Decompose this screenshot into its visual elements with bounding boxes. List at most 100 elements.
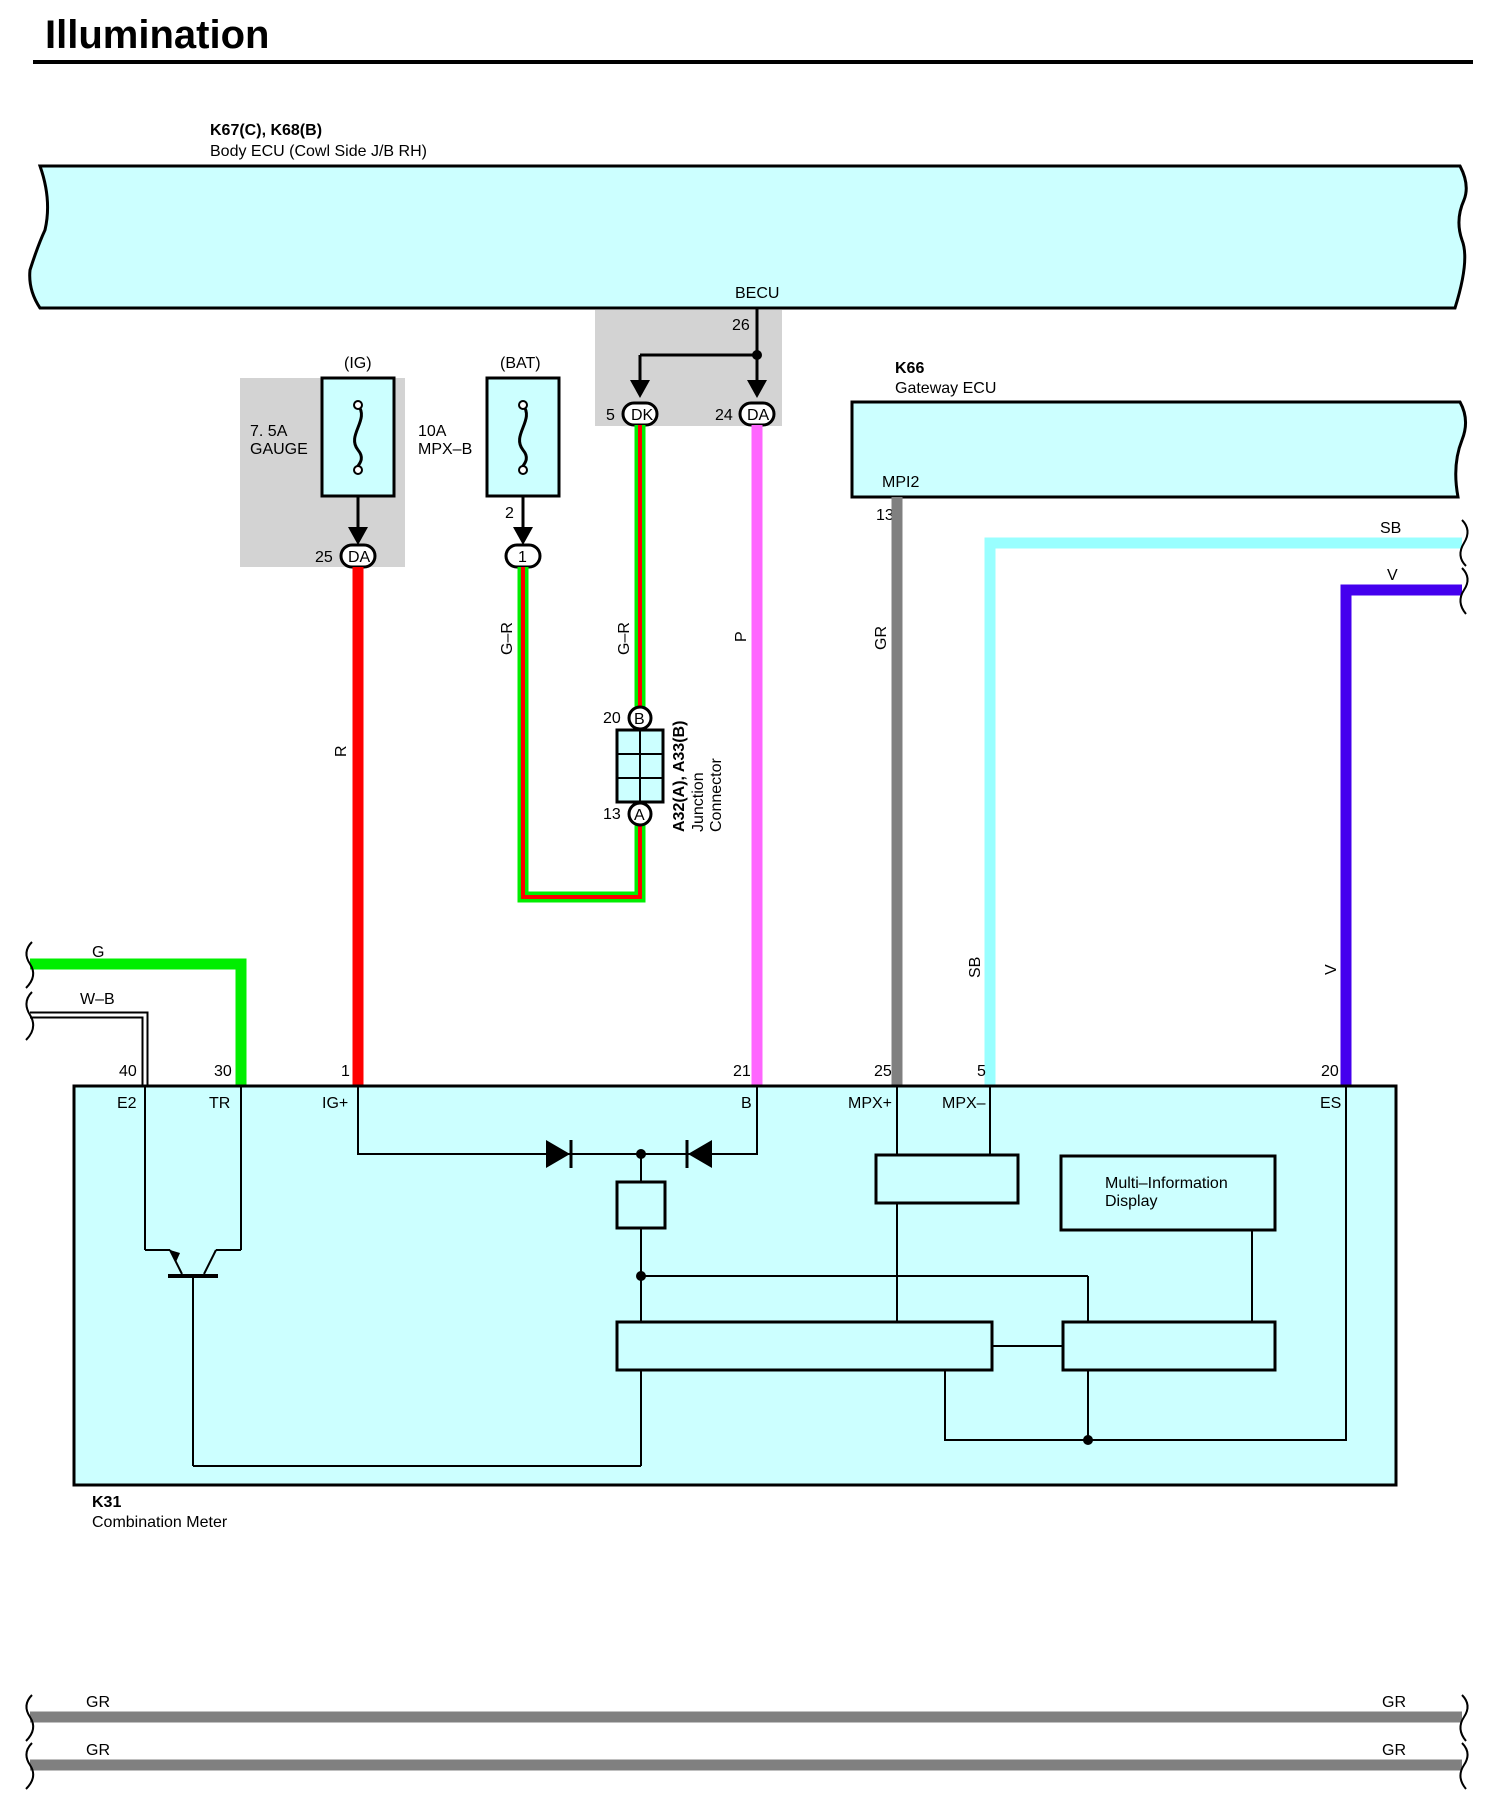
gateway-ecu-name: Gateway ECU xyxy=(895,380,996,397)
wire-break-v-icon xyxy=(1459,567,1469,615)
becu-pin-5: 5 xyxy=(606,407,615,424)
page-title: Illumination xyxy=(45,13,269,57)
cpu-box xyxy=(615,1320,994,1372)
wire-g xyxy=(30,958,247,1086)
wire-gr-1-label: G–R xyxy=(499,622,516,655)
gateway-ecu-code: K66 xyxy=(895,360,924,377)
arrow-gauge-icon xyxy=(348,527,368,545)
meter-pin-25: 25 xyxy=(874,1063,892,1080)
body-ecu-code: K67(C), K68(B) xyxy=(210,122,322,139)
connector-1-label: 1 xyxy=(518,549,527,566)
wire-sb xyxy=(984,537,1462,1086)
combination-meter-box xyxy=(72,1084,1398,1487)
meter-pin-30: 30 xyxy=(214,1063,232,1080)
gateway-pin-13: 13 xyxy=(876,507,894,524)
wire-break-bottom-3-icon xyxy=(1459,1694,1469,1742)
meter-pin-21: 21 xyxy=(733,1063,751,1080)
fuse-gauge-terminal-top xyxy=(353,400,363,410)
bat-group-label: (BAT) xyxy=(500,355,541,372)
jc-name-line2: Connector xyxy=(708,758,725,832)
wire-pink-label: P xyxy=(733,631,750,642)
diode-left-icon xyxy=(546,1140,570,1168)
meter-terminal-es: ES xyxy=(1320,1095,1341,1112)
connector-dk-label: DK xyxy=(631,407,654,424)
multi-information-display-box xyxy=(1059,1154,1277,1232)
gauge-fuse-name: GAUGE xyxy=(250,441,308,458)
wire-break-bottom-2-icon xyxy=(25,1742,35,1790)
meter-terminal-mpxplus: MPX+ xyxy=(848,1095,892,1112)
wire-break-bottom-1-icon xyxy=(25,1694,35,1742)
wire-wb-inner xyxy=(30,1013,147,1086)
becu-pin-26: 26 xyxy=(732,317,750,334)
jc-connector-a xyxy=(627,801,653,827)
meter-pin-40: 40 xyxy=(119,1063,137,1080)
fuse-mpxb-terminal-top xyxy=(518,400,528,410)
bottom-wire-label-4: GR xyxy=(1382,1742,1406,1759)
jc-pin-20: 20 xyxy=(603,710,621,727)
jc-name-line1: Junction xyxy=(690,772,707,832)
wire-gray-label: GR xyxy=(873,626,890,650)
bottom-wire-label-3: GR xyxy=(86,1742,110,1759)
transistor-collector xyxy=(203,1249,217,1275)
meter-pin-20: 20 xyxy=(1321,1063,1339,1080)
wire-gr-1-inner xyxy=(521,567,642,899)
jc-connector-b-label: B xyxy=(634,711,645,728)
regulator-box xyxy=(615,1180,667,1230)
meter-terminal-b: B xyxy=(741,1095,752,1112)
gateway-ecu-box xyxy=(850,400,1467,499)
meter-pin-1: 1 xyxy=(341,1063,350,1080)
mpxb-fuse-box xyxy=(485,376,561,498)
combination-meter-name: Combination Meter xyxy=(92,1514,228,1531)
es-ground-line xyxy=(944,1086,1347,1441)
meter-terminal-mpxminus: MPX– xyxy=(942,1095,986,1112)
gauge-fuse-box xyxy=(320,376,396,498)
mpxb-pin-2: 2 xyxy=(505,505,514,522)
wire-g-label: G xyxy=(92,944,104,961)
gateway-terminal-label: MPI2 xyxy=(882,474,919,491)
wire-v xyxy=(1340,584,1462,1086)
wire-sb-side-label: SB xyxy=(967,957,984,978)
connector-da-gauge-label: DA xyxy=(348,549,371,566)
ig-group-label: (IG) xyxy=(344,355,372,372)
jc-connector-b xyxy=(627,705,653,731)
mid-label-line2: Display xyxy=(1105,1193,1157,1210)
jc-code: A32(A), A33(B) xyxy=(671,721,688,832)
wire-wb-label: W–B xyxy=(80,991,115,1008)
arrow-mpxb-icon xyxy=(513,527,533,545)
wire-break-g-icon xyxy=(25,941,35,989)
arrow-da-icon xyxy=(747,380,767,398)
wire-break-sb-icon xyxy=(1459,519,1469,567)
gauge-fuse-rating: 7. 5A xyxy=(250,423,288,440)
wire-gr-2-label: G–R xyxy=(616,622,633,655)
wire-break-bottom-4-icon xyxy=(1459,1742,1469,1790)
wire-v-top-label: V xyxy=(1387,567,1398,584)
bottom-wire-label-1: GR xyxy=(86,1694,110,1711)
body-ecu-box xyxy=(28,164,1468,310)
jc-connector-a-label: A xyxy=(634,807,645,824)
combination-meter-code: K31 xyxy=(92,1494,121,1511)
connector-da-becu-label: DA xyxy=(747,407,770,424)
communication-ic-box xyxy=(874,1153,1020,1205)
bottom-wire-label-2: GR xyxy=(1382,1694,1406,1711)
jc-pin-13: 13 xyxy=(603,806,621,823)
ground-junction-dot xyxy=(1083,1435,1093,1445)
meter-pin-5: 5 xyxy=(977,1063,986,1080)
mpxb-fuse-rating: 10A xyxy=(418,423,447,440)
wire-v-side-label: V xyxy=(1323,964,1340,975)
becu-pin-24: 24 xyxy=(715,407,733,424)
body-ecu-name: Body ECU (Cowl Side J/B RH) xyxy=(210,143,427,160)
arrow-dk-icon xyxy=(630,380,650,398)
diode-right-icon xyxy=(688,1140,712,1168)
meter-terminal-e2: E2 xyxy=(117,1095,137,1112)
mpxb-fuse-name: MPX–B xyxy=(418,441,472,458)
meter-terminal-igplus: IG+ xyxy=(322,1095,348,1112)
display-driver-box xyxy=(1061,1320,1277,1372)
fuse-gauge-terminal-bottom xyxy=(353,465,363,475)
wire-red-label: R xyxy=(333,745,350,757)
gauge-pin-25: 25 xyxy=(315,549,333,566)
mid-label-line1: Multi–Information xyxy=(1105,1175,1228,1192)
wire-sb-top-label: SB xyxy=(1380,520,1401,537)
becu-splice-dot xyxy=(752,350,762,360)
wire-break-wb-icon xyxy=(25,991,35,1041)
